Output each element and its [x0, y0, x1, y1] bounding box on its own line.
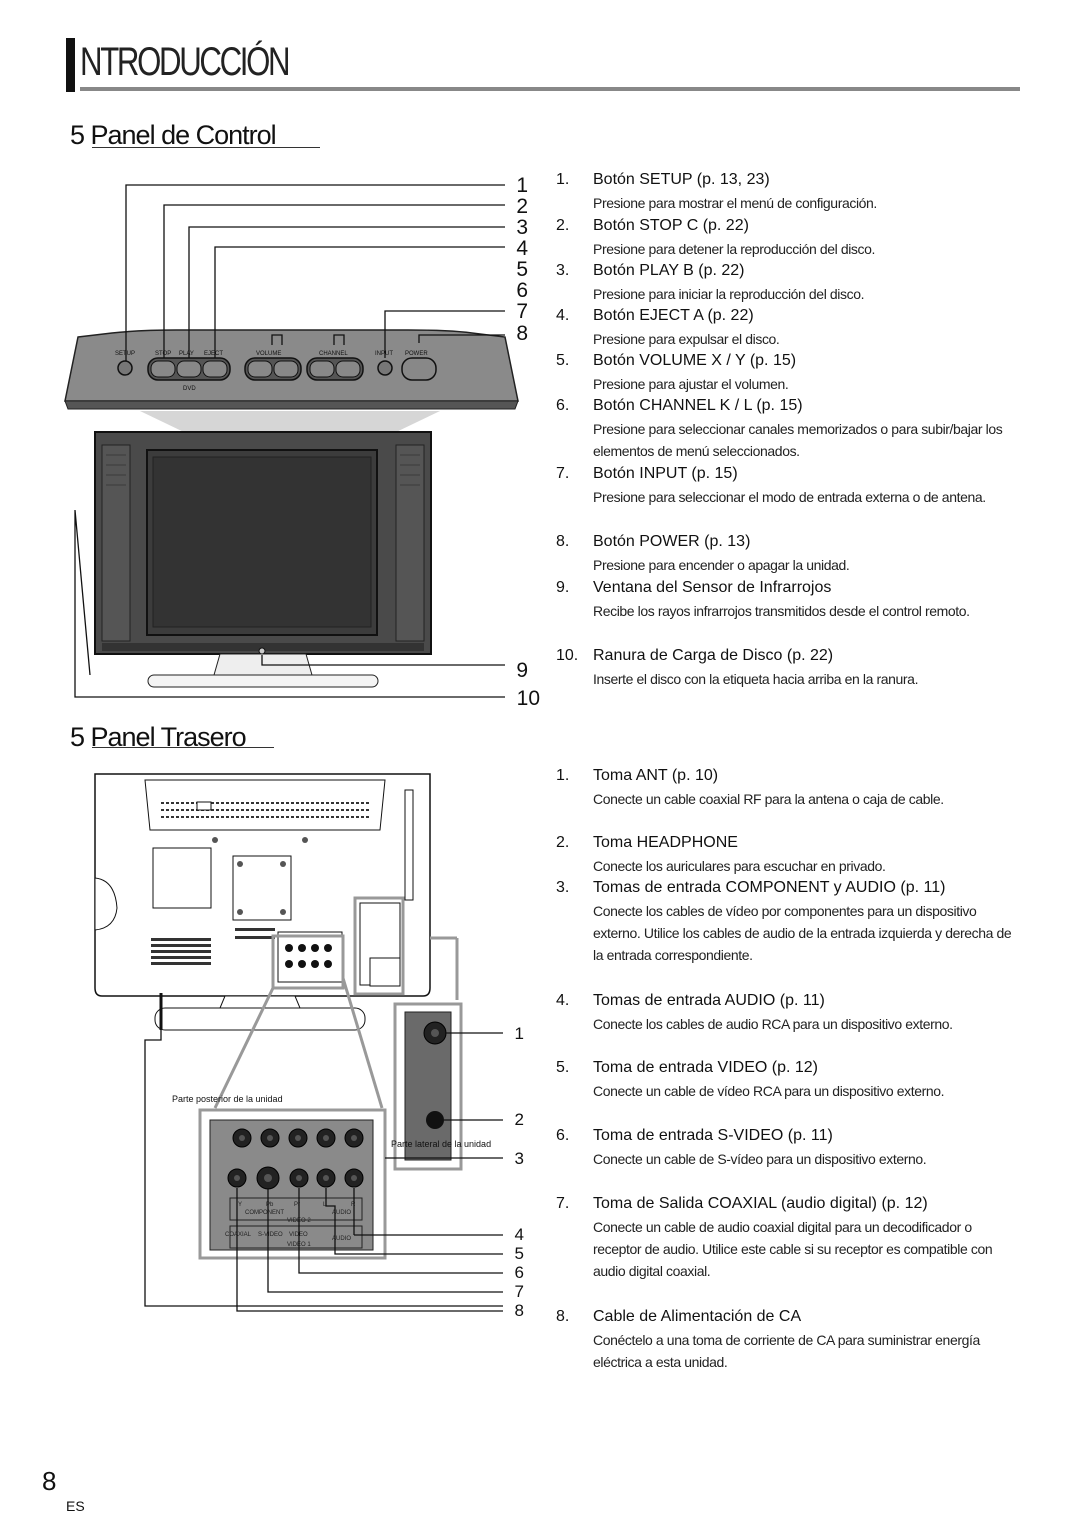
rear-item-1-desc: Conecte un cable coaxial RF para la ante…: [593, 791, 944, 807]
label-stop: STOP: [155, 351, 171, 357]
front-item-10-desc: Inserte el disco con la etiqueta hacia a…: [593, 671, 919, 687]
callout-rear-6: 6: [514, 1263, 524, 1282]
callout-rear-7: 7: [514, 1282, 524, 1301]
power-button[interactable]: [401, 357, 437, 381]
rear-item-4-desc: Conecte los cables de audio RCA para un …: [593, 1016, 953, 1032]
tv-screen-inner: [152, 456, 372, 628]
rear-handle-left: [94, 877, 118, 931]
front-item-4-desc: Presione para expulsar el disco.: [593, 331, 780, 347]
rear-panel-illustration: Y Pb Pr L R COMPONENT AUDIO VIDEO 2 COAX…: [94, 773, 503, 1312]
eject-button[interactable]: [202, 360, 228, 378]
channel-down-button[interactable]: [309, 360, 335, 378]
input-button[interactable]: [377, 360, 393, 376]
highlight-rear-jacks: [271, 934, 345, 990]
rear-item-5-desc: Conecte un cable de vídeo RCA para un di…: [593, 1083, 945, 1099]
volume-down-button[interactable]: [247, 360, 273, 378]
label-coaxial: COAXIAL: [225, 1232, 252, 1238]
label-component: COMPONENT: [245, 1210, 284, 1216]
section-rule-rear: [92, 747, 274, 748]
rear-item-7-desc: Conecte un cable de audio coaxial digita…: [593, 1219, 993, 1279]
callout-front-3: 3: [516, 216, 528, 239]
label-audio-top: AUDIO: [332, 1210, 351, 1216]
label-audio-bottom: AUDIO: [332, 1236, 351, 1242]
label-pb: Pb: [266, 1202, 274, 1208]
rear-item-6-desc: Conecte un cable de S-vídeo para un disp…: [593, 1151, 927, 1167]
front-item-list: 1.Botón SETUP (p. 13, 23) Presione para …: [556, 172, 1026, 732]
rear-item-list: 1.Toma ANT (p. 10) Conecte un cable coax…: [556, 768, 1026, 1378]
label-volume: VOLUME: [256, 351, 281, 357]
label-play: PLAY: [179, 351, 194, 357]
front-item-3-desc: Presione para iniciar la reproducción de…: [593, 286, 865, 302]
section-rule-front: [92, 147, 320, 148]
callout-front-4: 4: [516, 237, 528, 260]
front-item-7-desc: Presione para seleccionar el modo de ent…: [593, 489, 986, 505]
callout-front-2: 2: [516, 195, 528, 218]
label-input: INPUT: [375, 351, 393, 357]
speaker-left: [101, 444, 131, 642]
header-rule: [80, 87, 1020, 91]
label-pr: Pr: [294, 1202, 300, 1208]
callout-front-1: 1: [516, 174, 528, 197]
rear-stand: [154, 1007, 366, 1031]
rear-upper-panel: [144, 779, 386, 831]
tv-bottom-bezel: [102, 643, 424, 651]
front-item-2-desc: Presione para detener la reproducción de…: [593, 241, 875, 257]
front-item-1-desc: Presione para mostrar el menú de configu…: [593, 195, 877, 211]
page-title: NTRODUCCIÓN: [80, 40, 291, 84]
section-title-rear: 5 Panel Trasero: [70, 722, 247, 752]
page-number: 8: [42, 1466, 57, 1496]
callout-front-7: 7: [516, 300, 528, 323]
label-channel: CHANNEL: [319, 351, 348, 357]
stop-button[interactable]: [150, 360, 176, 378]
rear-item-3-desc: Conecte los cables de vídeo por componen…: [593, 903, 1012, 963]
callout-rear-3: 3: [514, 1149, 524, 1168]
control-panel-edge: [64, 400, 519, 410]
rear-item-2-desc: Conecte los auriculares para escuchar en…: [593, 858, 886, 874]
label-power: POWER: [405, 351, 428, 357]
rear-left-recess: [152, 847, 212, 909]
front-item-8-desc: Presione para encender o apagar la unida…: [593, 557, 850, 573]
front-item-5-desc: Presione para ajustar el volumen.: [593, 376, 789, 392]
rear-label-plate: [196, 801, 212, 811]
callout-rear-8: 8: [514, 1301, 524, 1320]
headphone-jack: [426, 1111, 444, 1129]
front-item-9-desc: Recibe los rayos infrarrojos transmitido…: [593, 603, 970, 619]
speaker-right: [395, 444, 425, 642]
label-y: Y: [238, 1202, 242, 1208]
caption-bottom: Parte posterior de la unidad: [172, 1094, 283, 1104]
callout-rear-5: 5: [514, 1244, 524, 1263]
channel-up-button[interactable]: [335, 360, 361, 378]
callout-front-9: 9: [516, 659, 528, 682]
label-dvd: DVD: [183, 386, 196, 392]
rear-jack-cluster: [277, 931, 343, 983]
play-button[interactable]: [176, 360, 202, 378]
caption-side: Parte lateral de la unidad: [391, 1139, 491, 1149]
highlight-side-jacks: [353, 896, 405, 996]
rear-side-rail: [404, 789, 414, 901]
volume-up-button[interactable]: [273, 360, 299, 378]
setup-button[interactable]: [117, 360, 133, 376]
header-accent-bar: [66, 38, 75, 92]
front-panel-illustration: SETUP STOP PLAY EJECT VOLUME CHANNEL INP…: [64, 184, 519, 698]
callout-front-8: 8: [516, 322, 528, 345]
callout-front-5: 5: [516, 258, 528, 281]
callout-front-6: 6: [516, 279, 528, 302]
callout-front-10: 10: [516, 687, 540, 710]
front-item-6-desc: Presione para seleccionar canales memori…: [593, 421, 1003, 459]
label-eject: EJECT: [204, 351, 223, 357]
section-title-front: 5 Panel de Control: [70, 120, 277, 150]
vesa-mount-plate: [232, 855, 292, 921]
language-code: ES: [66, 1498, 85, 1514]
callout-rear-1: 1: [514, 1024, 524, 1043]
label-l-top: L: [323, 1202, 327, 1208]
tv-stand-base: [147, 674, 379, 688]
rear-item-8-desc: Conéctelo a una toma de corriente de CA …: [593, 1332, 980, 1370]
label-svideo: S-VIDEO: [258, 1232, 283, 1238]
ir-sensor-window: [258, 647, 266, 655]
callout-rear-2: 2: [514, 1110, 524, 1129]
label-setup: SETUP: [115, 351, 135, 357]
callout-rear-4: 4: [514, 1225, 524, 1244]
panel-shadow: [140, 411, 440, 435]
